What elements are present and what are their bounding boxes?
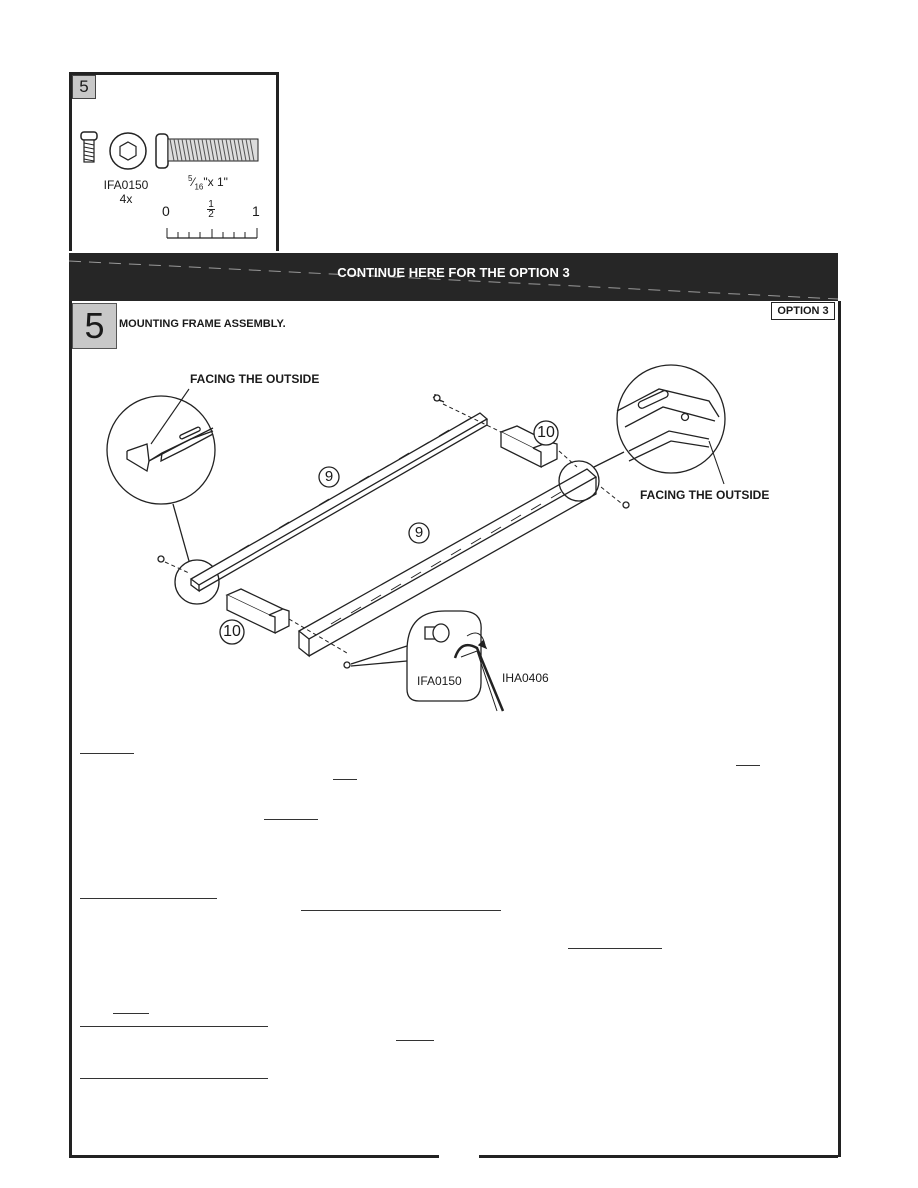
hardware-illustration <box>80 131 259 170</box>
hex-key-icon <box>453 632 505 712</box>
hardware-part-code: IFA0150 <box>103 178 149 192</box>
scale-half: 1 2 <box>207 199 215 220</box>
bolt-icon <box>155 133 259 169</box>
hardware-step-number: 5 <box>72 75 96 99</box>
option-tag: OPTION 3 <box>771 302 835 320</box>
scale-ruler <box>166 228 258 239</box>
assembly-diagram <box>106 364 726 712</box>
tube-label-bottom: 10 <box>223 623 241 640</box>
scale-end: 1 <box>252 203 260 219</box>
scale-half-num: 1 <box>208 199 214 210</box>
callout-left: FACING THE OUTSIDE <box>190 372 320 386</box>
size-denominator: 16 <box>194 182 204 192</box>
scale-start: 0 <box>162 203 170 219</box>
size-numerator: 5 <box>188 174 193 183</box>
tube-top-circle <box>533 420 559 446</box>
banner-dashes <box>69 260 838 300</box>
screw-code-label: IFA0150 <box>417 674 462 688</box>
left-small-circle <box>174 559 220 605</box>
screw-side-icon <box>80 131 98 163</box>
hardware-quantity: 4x <box>119 192 133 206</box>
tube-bottom-circle <box>219 619 245 645</box>
frame-bottom-left <box>69 1155 439 1158</box>
right-small-circle <box>558 460 600 502</box>
rail-label-top: 9 <box>324 468 334 485</box>
screw-head-icon <box>109 132 147 170</box>
hardware-size: 5⁄16"x 1" <box>188 174 228 192</box>
callout-right: FACING THE OUTSIDE <box>640 488 770 502</box>
step-frame <box>69 301 841 1157</box>
tube-label-top: 10 <box>537 424 555 441</box>
key-code-label: IHA0406 <box>502 671 549 685</box>
size-rest: "x 1" <box>203 175 228 189</box>
rail-top-circle <box>318 466 340 488</box>
frame-bottom-right <box>479 1155 838 1158</box>
small-screws <box>157 394 630 669</box>
banner-title: CONTINUE HERE FOR THE OPTION 3 <box>337 265 570 280</box>
hardware-box <box>69 72 279 251</box>
step-number: 5 <box>72 303 117 349</box>
inset-screw-icon <box>424 623 450 643</box>
rail-label-bottom: 9 <box>414 524 424 541</box>
scale-half-den: 2 <box>207 209 215 220</box>
right-detail-circle <box>616 364 726 474</box>
step-title: MOUNTING FRAME ASSEMBLY. <box>119 318 286 330</box>
left-detail-circle <box>106 395 216 505</box>
rail-bottom-circle <box>408 522 430 544</box>
